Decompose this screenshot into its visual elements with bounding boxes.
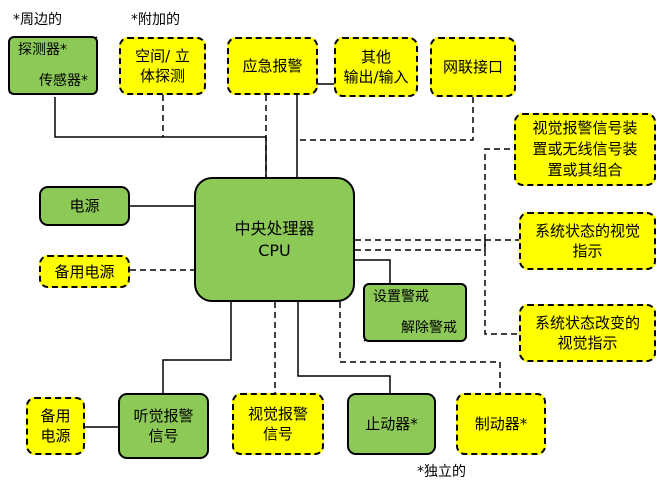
stop-device-box: 止动器*: [347, 393, 436, 455]
visual-alarm-signal-box: 视觉报警 信号: [232, 393, 324, 455]
brake-device-box: 制动器*: [456, 393, 546, 455]
audible-alarm-signal-box: 听觉报警 信号: [118, 393, 209, 459]
line-cpu-other-io: [296, 83, 334, 177]
power-box: 电源: [39, 186, 130, 226]
sensor-label: 传感器*: [39, 73, 88, 89]
emergency-alarm-box: 应急报警: [227, 37, 318, 95]
legend-peripheral: *周边的: [13, 12, 62, 28]
legend-independent: *独立的: [417, 464, 466, 480]
other-io-box: 其他 输出/输入: [334, 37, 418, 97]
arm-disarm-box: 设置警戒 解除警戒: [363, 283, 467, 342]
backup-power-bottom-box: 备用 电源: [26, 397, 85, 455]
network-interface-box: 网联接口: [430, 37, 516, 97]
arm-label: 设置警戒: [373, 289, 429, 305]
line-cpu-brake: [339, 302, 501, 393]
space-detection-box: 空间/ 立 体探测: [119, 37, 206, 95]
system-status-visual-box: 系统状态的视觉 指示: [519, 212, 656, 270]
visual-alarm-device-box: 视觉报警信号装 置或无线信号装 置或其组合: [514, 113, 656, 186]
line-status-change: [484, 240, 519, 335]
line-detector-cpu: [54, 97, 267, 177]
line-cpu-stop: [297, 302, 391, 393]
disarm-label: 解除警戒: [401, 320, 457, 336]
detector-sensor-box: 探测器* 传感器*: [8, 36, 98, 95]
line-cpu-arm: [355, 259, 391, 283]
cpu-box: 中央处理器 CPU: [194, 177, 355, 302]
detector-label: 探测器*: [18, 42, 67, 58]
line-cpu-visual-device: [355, 148, 514, 251]
backup-power-box: 备用电源: [39, 255, 130, 288]
system-status-change-visual-box: 系统状态改变的 视觉指示: [519, 304, 656, 362]
line-cpu-audible: [162, 302, 232, 393]
legend-optional: *附加的: [131, 12, 180, 28]
line-network-cpu: [297, 97, 474, 141]
